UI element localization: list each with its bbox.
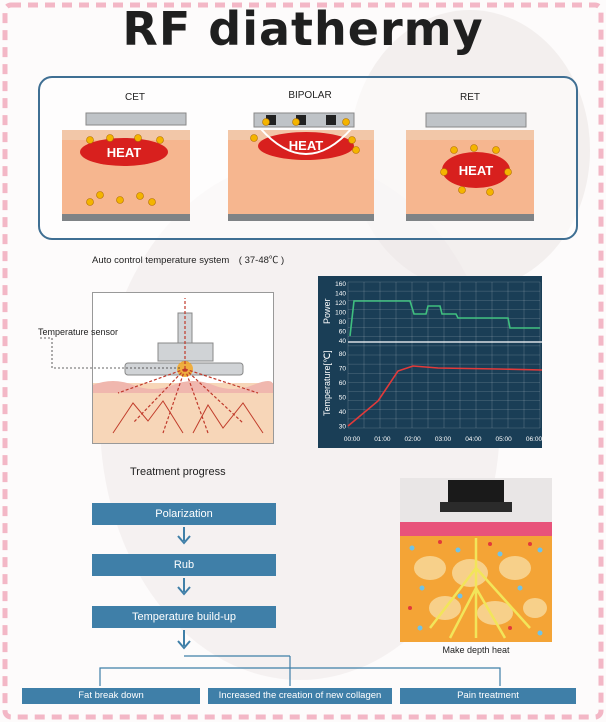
power-tick-label: 100 <box>335 310 346 317</box>
temperature-tick-label: 40 <box>339 409 347 416</box>
sensor-leader-line <box>40 337 180 369</box>
x-tick-label: 00:00 <box>344 436 361 443</box>
power-temperature-chart: Power Temperature[℃] 160 140 120 100 80 60 40 8… <box>318 276 543 448</box>
heat-label-cet: HEAT <box>107 145 141 160</box>
page-title: RF diathermy <box>122 2 484 56</box>
cet-panel: HEAT <box>62 112 190 221</box>
arrow-down-icon <box>177 578 191 596</box>
power-series-line <box>349 300 540 337</box>
panel-label-bipolar: BIPOLAR <box>288 90 332 101</box>
power-tick-label: 140 <box>335 291 346 298</box>
temperature-tick-label: 30 <box>339 424 347 431</box>
branch-lines <box>99 655 501 686</box>
x-tick-label: 05:00 <box>496 436 513 443</box>
depth-heat-illustration <box>400 478 552 642</box>
outcome-pain-treatment: Pain treatment <box>400 688 576 704</box>
bipolar-panel: HEAT <box>228 112 374 221</box>
power-tick-label: 160 <box>335 281 346 288</box>
x-tick-label: 03:00 <box>435 436 452 443</box>
x-tick-label: 02:00 <box>405 436 422 443</box>
ret-panel: HEAT <box>406 112 534 221</box>
temperature-series-line <box>347 365 543 427</box>
outcome-new-collagen: Increased the creation of new collagen <box>208 688 392 704</box>
temperature-tick-label: 50 <box>339 395 347 402</box>
panel-label-ret: RET <box>460 92 480 103</box>
temperature-axis-label: Temperature[℃] <box>322 350 332 416</box>
power-tick-label: 60 <box>339 329 347 336</box>
x-tick-label: 06:00 <box>526 436 542 443</box>
step-temperature-build-up: Temperature build-up <box>92 606 276 628</box>
power-axis-label: Power <box>322 298 332 324</box>
step-polarization: Polarization <box>92 503 276 525</box>
temperature-tick-label: 70 <box>339 366 347 373</box>
temperature-tick-label: 80 <box>339 351 347 358</box>
treatment-progress-label: Treatment progress <box>130 466 226 478</box>
x-tick-label: 04:00 <box>465 436 482 443</box>
heat-label-bipolar: HEAT <box>289 138 323 153</box>
temperature-sensor-label: Temperature sensor <box>38 327 119 337</box>
step-rub: Rub <box>92 554 276 576</box>
auto-control-text: Auto control temperature system ( 37-48℃… <box>92 255 285 266</box>
heat-label-ret: HEAT <box>459 163 493 178</box>
panel-label-cet: CET <box>125 92 145 103</box>
temperature-tick-label: 60 <box>339 380 347 387</box>
power-tick-label: 80 <box>339 319 347 326</box>
arrow-down-icon <box>177 630 191 650</box>
arrow-down-icon <box>177 527 191 545</box>
power-tick-label: 120 <box>335 300 346 307</box>
x-tick-label: 01:00 <box>374 436 391 443</box>
outcome-fat-break-down: Fat break down <box>22 688 200 704</box>
power-tick-label: 40 <box>339 338 347 345</box>
depth-heat-label: Make depth heat <box>442 645 510 655</box>
